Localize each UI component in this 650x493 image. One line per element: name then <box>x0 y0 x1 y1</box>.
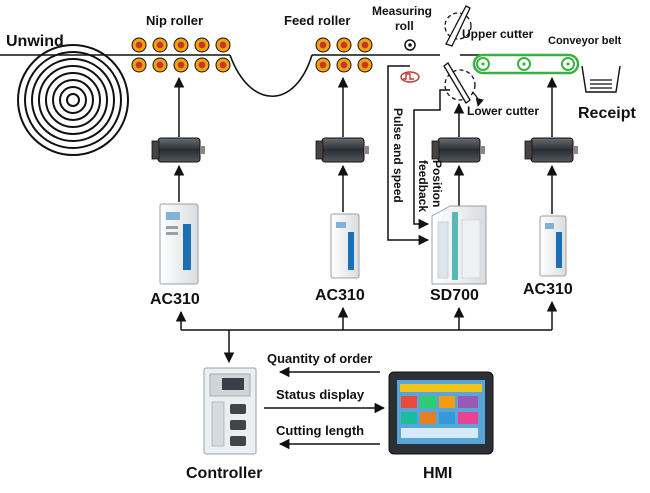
drive-label-3: SD700 <box>430 287 479 304</box>
status-display-label: Status display <box>276 387 365 402</box>
cutting-length-label: Cutting length <box>276 423 364 438</box>
pulse-signal-icon <box>400 71 420 83</box>
drive-label-1: AC310 <box>150 291 200 308</box>
ac310-drive-2 <box>330 213 360 279</box>
unwind-roll <box>17 44 129 156</box>
hmi-label: HMI <box>423 465 452 482</box>
position-feedback-label-1: Position <box>430 160 444 207</box>
upper-cutter-label: Upper cutter <box>462 27 534 41</box>
unwind-label: Unwind <box>6 33 64 50</box>
drive-label-4: AC310 <box>523 281 573 298</box>
lower-cutter-label: Lower cutter <box>467 104 539 118</box>
drive-to-motor-arrows <box>173 164 558 214</box>
web-path <box>0 54 568 97</box>
quantity-of-order-label: Quantity of order <box>267 351 372 366</box>
controller-device <box>203 367 257 455</box>
feed-roller-set <box>315 37 373 73</box>
nip-roller-label: Nip roller <box>146 13 203 28</box>
conveyor-belt <box>472 53 580 75</box>
tray-icon <box>581 65 621 93</box>
hmi-device <box>388 371 494 455</box>
drive-label-2: AC310 <box>315 287 365 304</box>
feed-roller-label: Feed roller <box>284 13 350 28</box>
upper-cutter-icon <box>444 5 472 47</box>
servo-motor-icon <box>431 137 485 163</box>
measuring-roll <box>404 39 416 51</box>
ac310-drive-3 <box>539 215 567 277</box>
conveyor-belt-label: Conveyor belt <box>548 35 622 47</box>
position-feedback-path <box>413 89 450 230</box>
receipt-label: Receipt <box>578 105 636 122</box>
motor-to-roller-arrows <box>173 76 558 137</box>
pulse-and-speed-path <box>387 65 430 246</box>
measuring-roll-label-1: Measuring <box>372 4 432 18</box>
sd700-drive <box>431 205 487 285</box>
position-feedback-label-2: feedback <box>416 160 430 212</box>
controller-bus <box>175 300 558 364</box>
lower-cutter-icon <box>443 62 484 107</box>
ac310-drive-1 <box>159 203 199 285</box>
nip-roller-set <box>131 37 231 73</box>
servo-motor-icon <box>315 137 369 163</box>
pulse-and-speed-label: Pulse and speed <box>391 108 405 203</box>
servo-motor-icon <box>151 137 205 163</box>
controller-label: Controller <box>186 465 262 482</box>
servo-motor-icon <box>524 137 578 163</box>
measuring-roll-label-2: roll <box>395 19 414 33</box>
